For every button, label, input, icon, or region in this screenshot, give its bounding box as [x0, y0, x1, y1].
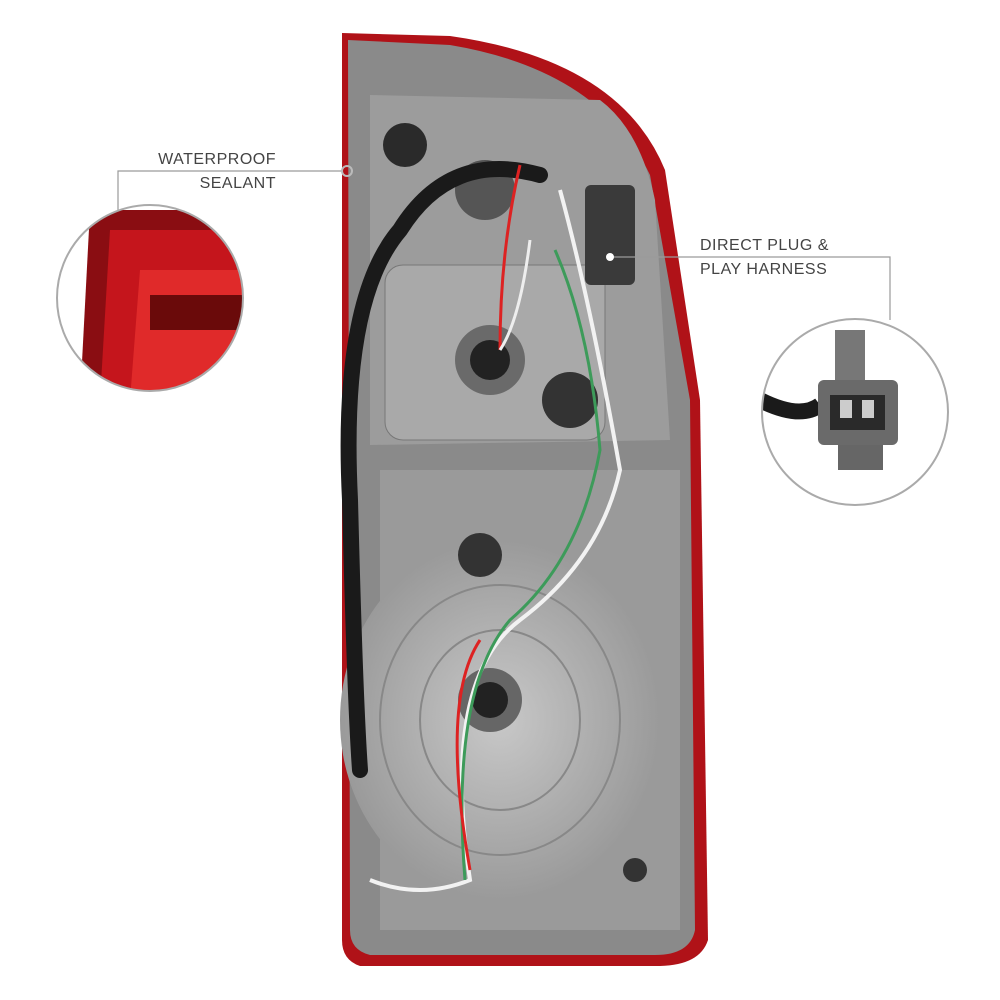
callout-plug-play-harness: DIRECT PLUG & PLAY HARNESS	[700, 234, 870, 282]
callout-harness-line2: PLAY HARNESS	[700, 261, 828, 278]
harness-connector	[585, 185, 635, 285]
inset-sealant-closeup	[57, 205, 243, 391]
wire-loom	[340, 161, 548, 778]
callout-sealant-line1: WATERPROOF	[158, 151, 276, 168]
callout-harness-line1: DIRECT PLUG &	[700, 237, 829, 254]
callout-waterproof-sealant: WATERPROOF SEALANT	[118, 148, 276, 196]
callout-line-harness	[610, 256, 891, 320]
inset-harness-closeup	[762, 319, 948, 505]
callout-sealant-line2: SEALANT	[199, 175, 276, 192]
callout-line-sealant	[117, 170, 342, 215]
